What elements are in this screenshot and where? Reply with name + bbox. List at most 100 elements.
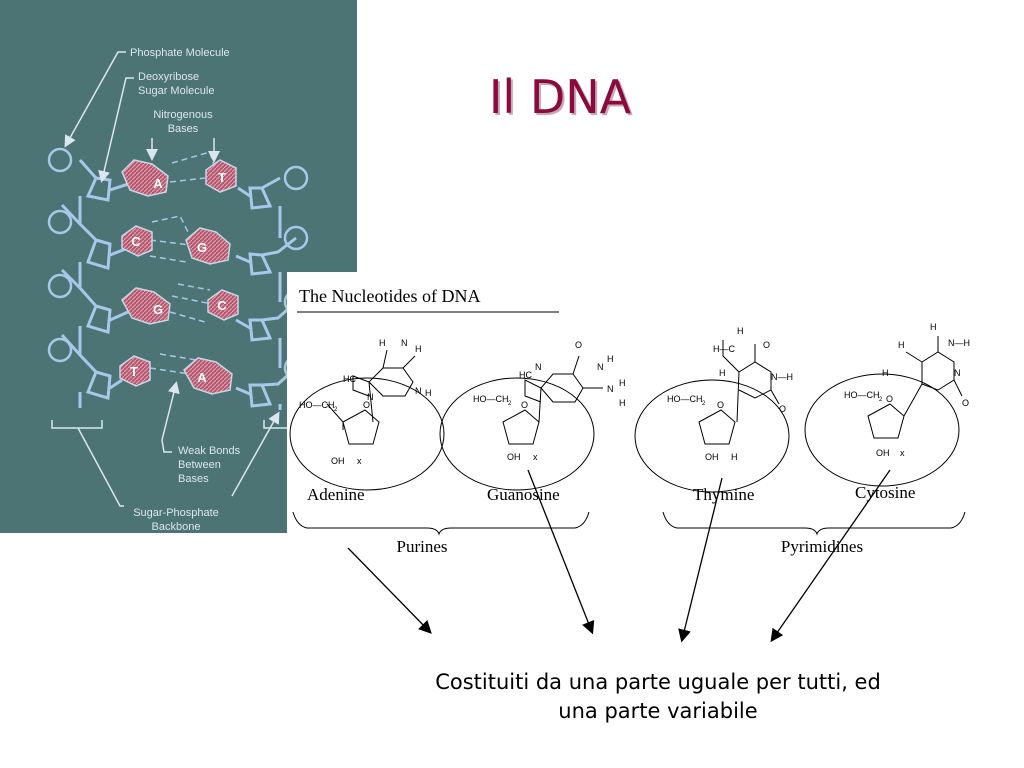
dna-helix-diagram: A T C G G C T A Phosphate Molecule Deoxy…: [0, 0, 357, 533]
svg-text:O: O: [779, 404, 786, 414]
svg-text:OH: OH: [705, 452, 719, 462]
nucleotides-heading: The Nucleotides of DNA: [299, 286, 480, 306]
svg-text:2: 2: [702, 401, 706, 407]
caption-line: Costituiti da una parte uguale per tutti…: [435, 670, 881, 694]
svg-text:N: N: [367, 392, 374, 402]
svg-text:HC: HC: [519, 370, 532, 380]
sugar-ellipse: [289, 377, 445, 491]
svg-text:x: x: [533, 452, 538, 462]
base-letter: T: [218, 170, 226, 185]
phosphate-label: Phosphate Molecule: [130, 47, 230, 59]
svg-text:O: O: [575, 340, 582, 350]
svg-text:H: H: [379, 338, 386, 348]
sugar-ellipse: [439, 377, 595, 491]
svg-text:N: N: [607, 384, 614, 394]
base-letter: C: [131, 234, 141, 249]
svg-text:H: H: [415, 344, 422, 354]
bases-label: Bases: [168, 123, 199, 135]
base-letter: A: [153, 176, 163, 191]
svg-text:H: H: [619, 398, 626, 408]
svg-text:HO—CH: HO—CH: [299, 400, 335, 410]
thymine-structure: HO—CH 2 O OH H H—C H H O N—H O: [634, 326, 793, 493]
svg-text:N: N: [535, 362, 542, 372]
sugar-ring: [867, 403, 905, 439]
svg-text:O: O: [717, 400, 724, 410]
group-braces: [292, 511, 966, 536]
svg-text:2: 2: [879, 397, 883, 403]
base-ring: [326, 349, 416, 430]
svg-text:O: O: [521, 400, 528, 410]
weak-bonds-label: Weak Bonds: [178, 445, 241, 457]
sugar-ellipse: [634, 379, 790, 493]
svg-text:H: H: [930, 322, 937, 332]
base-pairs: [119, 159, 239, 395]
base-g-2: [185, 227, 231, 265]
svg-text:H: H: [731, 452, 738, 462]
guanosine-structure: HO—CH 2 O OH x N HC O N H N H H: [439, 340, 626, 491]
slide-title: Il DNA: [488, 70, 632, 124]
name-adenine: Adenine: [307, 485, 365, 504]
base-letters: A T C G G C T A: [130, 170, 227, 385]
caption-line: una parte variabile: [558, 699, 758, 723]
base-g-3: [121, 287, 171, 325]
svg-text:OH: OH: [507, 452, 521, 462]
svg-text:N—H: N—H: [948, 338, 970, 348]
base-letter: G: [153, 302, 163, 317]
backbone-label: Sugar-Phosphate: [133, 507, 219, 519]
svg-text:HO—CH: HO—CH: [473, 394, 509, 404]
base-a-4: [183, 357, 233, 395]
sugar-label: Deoxyribose: [138, 71, 199, 83]
base-ring: [722, 340, 780, 423]
svg-text:OH: OH: [876, 448, 890, 458]
svg-text:2: 2: [508, 401, 512, 407]
svg-text:N: N: [415, 386, 422, 396]
name-thymine: Thymine: [693, 485, 754, 504]
bases-label: Nitrogenous: [153, 109, 213, 121]
svg-text:N: N: [597, 362, 604, 372]
pyrimidines-brace: [662, 511, 966, 536]
adenine-structure: HO—CH 2 O OH x N HC H N H N H: [289, 338, 445, 491]
nucleotides-svg: The Nucleotides of DNA HO—CH 2 O OH x N …: [289, 286, 970, 556]
base-a-1: [121, 159, 169, 197]
svg-text:HO—CH: HO—CH: [844, 390, 880, 400]
weak-bonds-label: Bases: [178, 473, 209, 485]
base-letter: G: [197, 240, 207, 255]
svg-text:OH: OH: [331, 456, 345, 466]
svg-text:N: N: [401, 338, 408, 348]
weak-bonds-label: Between: [178, 459, 221, 471]
sugar-ring: [342, 409, 380, 445]
svg-text:H: H: [737, 326, 744, 336]
svg-text:O: O: [363, 400, 370, 410]
helix-labels: Phosphate Molecule Deoxyribose Sugar Mol…: [130, 47, 241, 533]
nucleotides-diagram: The Nucleotides of DNA HO—CH 2 O OH x N …: [287, 272, 977, 572]
name-cytosine: Cytosine: [855, 483, 915, 502]
sugar-ring: [502, 409, 540, 445]
left-backbone: [60, 159, 129, 408]
sugar-ellipse: [804, 373, 960, 487]
svg-text:2: 2: [334, 407, 338, 413]
svg-text:HO—CH: HO—CH: [667, 394, 703, 404]
pyrimidines-label: Pyrimidines: [781, 537, 863, 556]
base-t-4: [119, 355, 151, 387]
nucleotide-names: Adenine Guanosine Thymine Cytosine: [307, 483, 915, 504]
right-backbone: [235, 176, 297, 410]
svg-text:H: H: [898, 340, 905, 350]
base-letter: A: [197, 370, 207, 385]
base-t-1: [205, 159, 237, 193]
name-guanosine: Guanosine: [487, 485, 560, 504]
sugar-label: Sugar Molecule: [138, 85, 214, 97]
helix-svg: A T C G G C T A Phosphate Molecule Deoxy…: [47, 47, 309, 533]
svg-text:H: H: [619, 378, 626, 388]
sugar-ring: [698, 409, 736, 445]
cytosine-structure: HO—CH 2 O OH x H N—H H H N O: [804, 322, 970, 487]
purines-brace: [292, 511, 590, 536]
svg-text:N—H: N—H: [771, 372, 793, 382]
group-labels: Purines Pyrimidines: [397, 537, 864, 556]
svg-text:x: x: [900, 448, 905, 458]
svg-text:N: N: [954, 368, 961, 378]
svg-text:O: O: [886, 394, 893, 404]
base-letter: T: [130, 364, 138, 379]
backbone-label: Backbone: [152, 521, 201, 533]
svg-text:HC: HC: [343, 374, 356, 384]
base-ring: [903, 336, 963, 417]
